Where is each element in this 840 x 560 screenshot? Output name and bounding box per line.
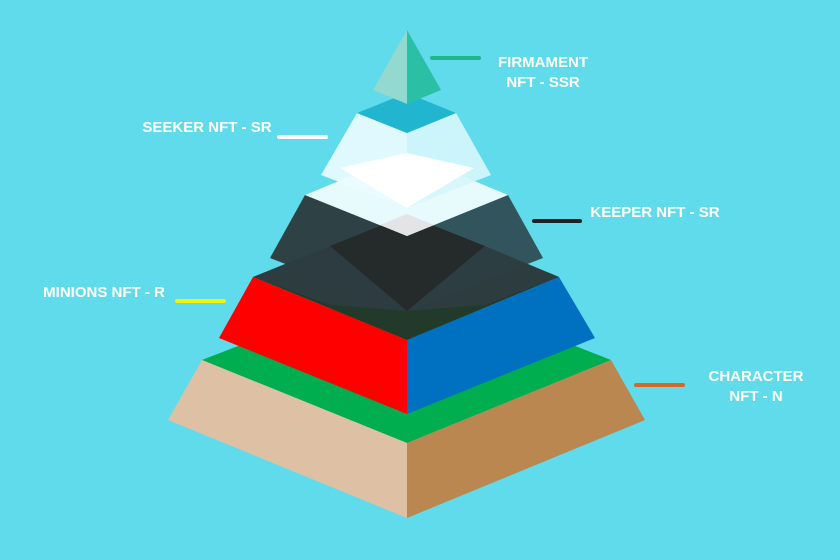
label-character: CHARACTER NFT - N — [708, 368, 804, 405]
label-seeker: SEEKER NFT - SR — [142, 119, 272, 136]
label-firmament: FIRMAMENT NFT - SSR — [498, 54, 588, 91]
leader-lines — [175, 56, 685, 387]
label-keeper: KEEPER NFT - SR — [590, 204, 720, 221]
tier-firmament — [373, 30, 441, 104]
tier-seeker — [321, 93, 491, 208]
label-minions: MINIONS NFT - R — [43, 284, 165, 301]
